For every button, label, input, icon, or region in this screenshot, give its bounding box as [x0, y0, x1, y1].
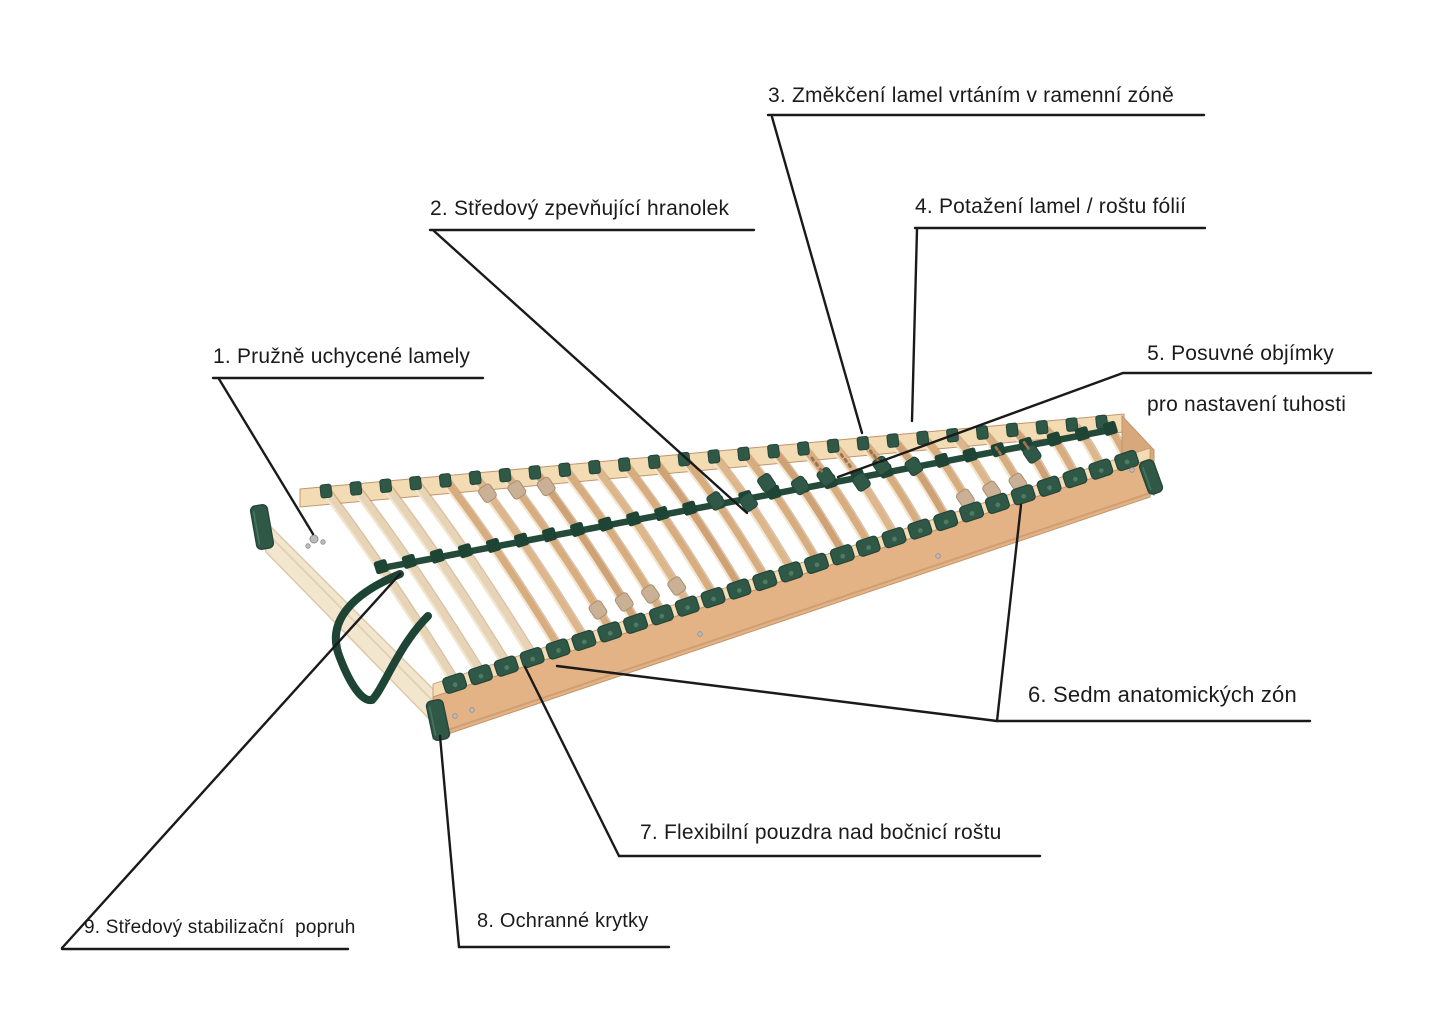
sleeves-and-marks	[478, 440, 1042, 620]
leader-line-7	[523, 665, 621, 858]
label-7: 7. Flexibilní pouzdra nad bočnicí roštu	[640, 821, 1002, 844]
label-5-line-1: 5. Posuvné objímky	[1147, 341, 1334, 365]
protective-caps	[249, 459, 1164, 742]
leader-line-3	[770, 115, 864, 435]
label-9: 9. Středový stabilizační popruh	[84, 917, 356, 938]
slat-holders	[309, 449, 1140, 694]
leader-line-5	[836, 371, 1373, 479]
leader-line-1	[217, 377, 315, 536]
label-5: 5. Posuvné objímky pro nastavení tuhosti	[1123, 315, 1346, 469]
label-3: 3. Změkčení lamel vrtáním v ramenní zóně	[768, 84, 1174, 107]
leader-line-4	[910, 227, 919, 423]
label-1: 1. Pružně uchycené lamely	[213, 345, 471, 368]
leader-line-6a	[995, 503, 1023, 723]
label-2: 2. Středový zpevňující hranolek	[430, 197, 730, 220]
leader-line-9	[60, 572, 402, 950]
label-6: 6. Sedm anatomických zón	[1028, 682, 1297, 707]
label-8: 8. Ochranné krytky	[477, 910, 649, 932]
leader-line-2	[432, 229, 749, 515]
label-5-line-2: pro nastavení tuhosti	[1147, 392, 1347, 416]
leader-line-8	[438, 734, 461, 949]
leader-line-6b	[555, 664, 999, 723]
label-4: 4. Potažení lamel / roštu fólií	[915, 195, 1187, 218]
frame-screws	[305, 467, 1135, 719]
